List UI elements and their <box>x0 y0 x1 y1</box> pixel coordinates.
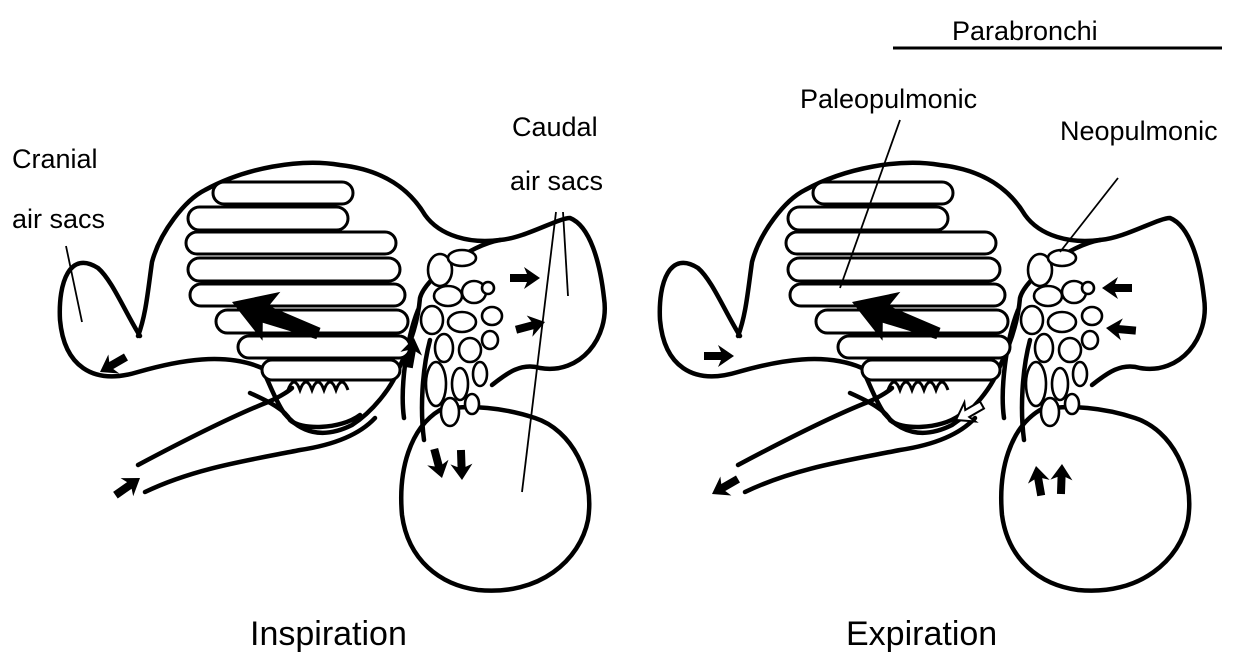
label-parabronchi: Parabronchi <box>952 16 1098 46</box>
airflow-arrow <box>1102 277 1132 299</box>
caption-inspiration: Inspiration <box>250 615 407 653</box>
label-paleopulmonic: Paleopulmonic <box>800 84 977 114</box>
label-cranial-line1: Cranial <box>12 144 98 174</box>
airflow-arrow <box>707 469 744 503</box>
lung-diagram-left <box>60 163 605 591</box>
label-neopulmonic: Neopulmonic <box>1060 116 1218 146</box>
label-caudal-line1: Caudal <box>512 112 598 142</box>
airflow-arrow <box>510 267 540 289</box>
caption-expiration: Expiration <box>846 615 997 653</box>
inspiration-panel: Cranial air sacs Caudal air sacs Inspira… <box>12 112 605 653</box>
expiration-panel: Parabronchi Paleopulmonic Neopulmonic Ex… <box>660 16 1222 653</box>
airflow-arrow <box>1105 317 1137 342</box>
label-cranial-line2: air sacs <box>12 204 105 234</box>
label-caudal-line2: air sacs <box>510 166 603 196</box>
leader-line-cranial <box>66 246 82 322</box>
airflow-arrow <box>109 469 146 504</box>
airflow-arrow <box>704 345 734 367</box>
leader-line-caudal-1 <box>563 212 568 296</box>
lung-diagram-right <box>660 163 1205 591</box>
